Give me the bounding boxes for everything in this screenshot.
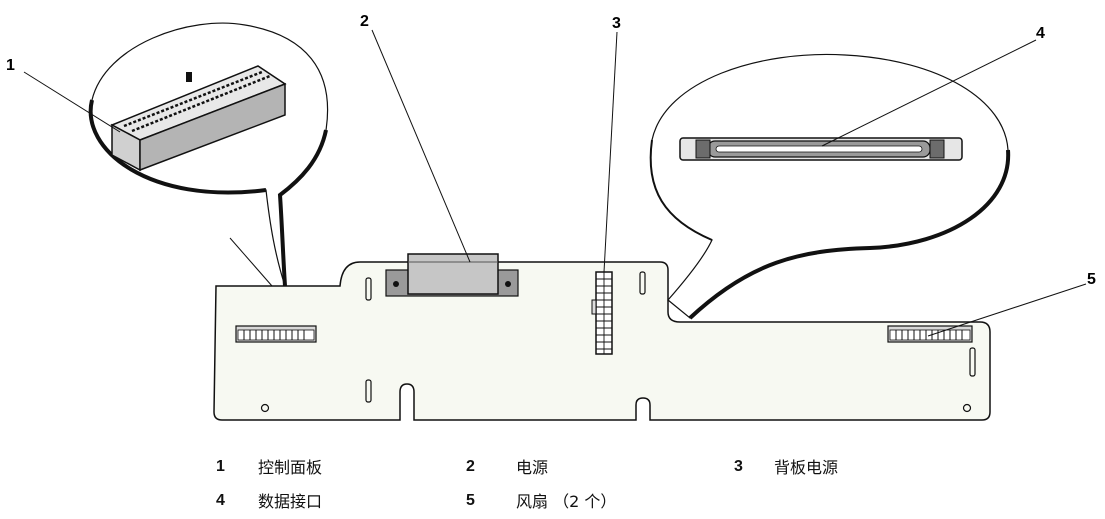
callout-4: 4: [1036, 25, 1045, 42]
leader-line-1: [23, 71, 121, 133]
data-connector: [679, 137, 963, 161]
callout-3: 3: [612, 15, 621, 32]
legend-text-4: 数据接口: [258, 492, 323, 511]
legend-num-2: 2: [466, 458, 475, 475]
control-panel-header: [110, 65, 287, 172]
leader-line-2: [371, 29, 471, 263]
slot: [365, 277, 372, 301]
data-connector-magnifier: [649, 53, 1011, 320]
legend-num-5: 5: [466, 492, 475, 509]
power-connector: [385, 253, 519, 297]
legend-text-3: 背板电源: [774, 458, 839, 477]
mounting-hole-left: [260, 403, 270, 413]
leader-line-3: [603, 31, 618, 273]
slot: [365, 379, 372, 403]
legend-num-4: 4: [216, 492, 225, 509]
control-panel-magnifier: [88, 22, 329, 287]
callout-5: 5: [1087, 271, 1096, 288]
legend-num-1: 1: [216, 458, 225, 475]
leader-line-5: [927, 283, 1087, 337]
legend-num-3: 3: [734, 458, 743, 475]
callout-1: 1: [6, 57, 15, 74]
fan-connector-left: [235, 325, 317, 343]
mounting-hole-right: [962, 403, 972, 413]
slot: [639, 271, 646, 295]
callout-2: 2: [360, 13, 369, 30]
backplane-diagram: 1 2 3 4 5: [6, 13, 1096, 421]
legend-text-2: 电源: [516, 458, 549, 477]
leader-line-4: [821, 39, 1037, 147]
fan-connector-right: [887, 325, 973, 343]
legend-text-1: 控制面板: [258, 458, 323, 477]
backplane-power-connector: [591, 271, 613, 355]
legend-text-5: 风扇 （2 个）: [516, 492, 617, 511]
slot: [969, 347, 976, 377]
